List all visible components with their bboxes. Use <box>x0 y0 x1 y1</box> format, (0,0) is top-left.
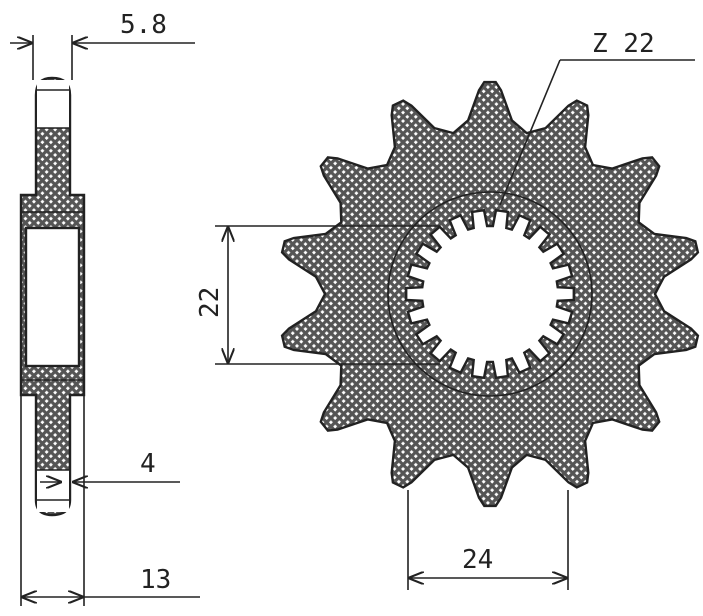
dim-4: 4 <box>140 449 156 479</box>
front-view: Z 22 22 24 <box>195 29 700 590</box>
spline-bore <box>405 208 575 380</box>
dim-pitch-24: 24 <box>462 545 493 575</box>
dim-bore-22: 22 <box>195 287 225 318</box>
hub-ring <box>387 191 593 397</box>
dim-5-8: 5.8 <box>120 10 167 40</box>
side-view: 5.8 4 13 <box>10 10 200 606</box>
dim-13: 13 <box>140 565 171 595</box>
tooth-count-label: Z 22 <box>592 29 655 59</box>
hub-bore-section <box>24 226 81 368</box>
